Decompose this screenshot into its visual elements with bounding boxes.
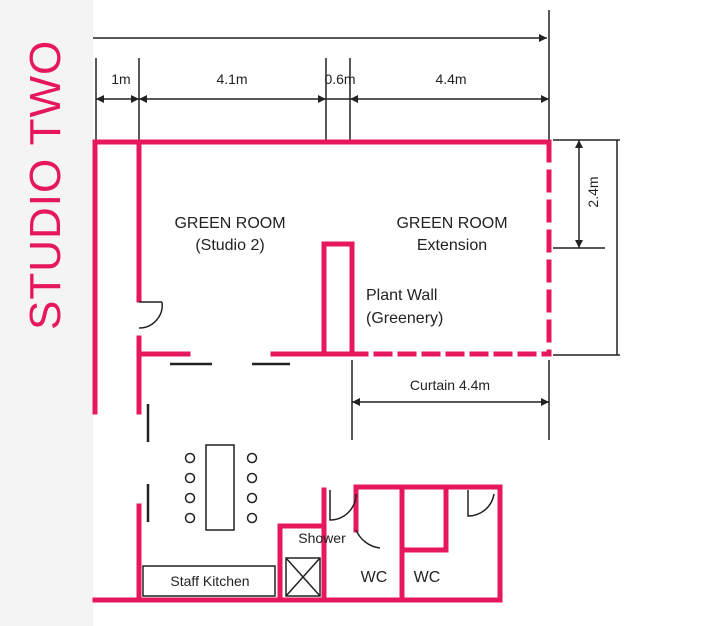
shower-label: Shower [298, 530, 346, 546]
chair [246, 452, 258, 464]
greenery-label: (Greenery) [366, 310, 443, 327]
plant-wall-label: Plant Wall [366, 287, 437, 304]
arrowhead [352, 398, 360, 406]
wc-label-2: WC [414, 569, 441, 586]
chair [184, 512, 196, 524]
labels: 1m 4.1m 0.6m 4.4m 2.4m Curtain 4.4m GREE… [111, 71, 601, 589]
side-strip [0, 0, 93, 626]
arrowhead [350, 95, 358, 103]
dimension-lines [93, 10, 620, 440]
wc-label-1: WC [361, 569, 388, 586]
arrowhead [541, 398, 549, 406]
shower-tray [285, 557, 321, 597]
walls [92, 139, 552, 603]
dim-label-4-4m: 4.4m [435, 71, 466, 87]
plan-details [138, 301, 495, 597]
chair [246, 492, 258, 504]
arrowhead [131, 95, 139, 103]
shower-cross [285, 557, 321, 597]
arrowhead [139, 95, 147, 103]
green-room-subtitle: (Studio 2) [195, 237, 264, 254]
plant-wall [321, 241, 355, 357]
meeting-table [205, 444, 235, 531]
dim-label-4-1m: 4.1m [216, 71, 247, 87]
extension-subtitle: Extension [417, 237, 487, 254]
dim-label-0-6m: 0.6m [324, 71, 355, 87]
chair [246, 512, 258, 524]
extension-title: GREEN ROOM [396, 215, 507, 232]
chair [184, 492, 196, 504]
dim-label-height: 2.4m [585, 176, 601, 207]
arrowhead [541, 95, 549, 103]
dim-label-1m: 1m [111, 71, 130, 87]
door-swing [138, 301, 163, 329]
chair [184, 452, 196, 464]
curtain-label: Curtain 4.4m [410, 377, 490, 393]
arrowhead [318, 95, 326, 103]
arrowhead [96, 95, 104, 103]
arrowhead [575, 240, 583, 248]
chair [246, 472, 258, 484]
door-swing [467, 490, 495, 517]
arrowhead [539, 34, 547, 42]
chair [184, 472, 196, 484]
green-room-title: GREEN ROOM [174, 215, 285, 232]
door-swing [355, 529, 381, 549]
arrowhead [575, 140, 583, 148]
staff-kitchen-label: Staff Kitchen [170, 573, 249, 589]
kitchen-counter [142, 565, 276, 597]
door-swing [329, 490, 357, 521]
